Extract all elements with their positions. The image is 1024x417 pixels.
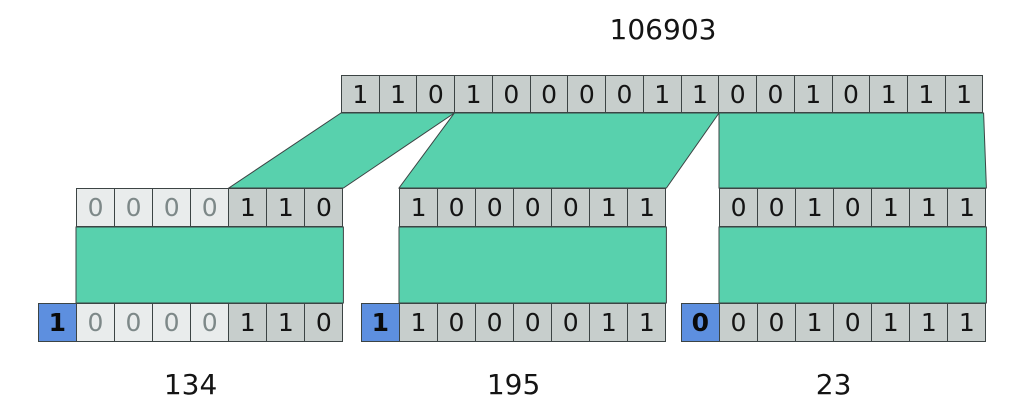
padding-bit-cell: 0 — [190, 303, 230, 342]
padding-bit-cell: 0 — [152, 303, 192, 342]
bit-cell: 0 — [416, 75, 456, 113]
bit-cell: 0 — [513, 303, 553, 342]
bit-cell: 0 — [605, 75, 644, 113]
bit-cell: 1 — [871, 188, 911, 227]
split-band-right-lower — [718, 226, 987, 304]
bit-cell: 0 — [513, 188, 553, 227]
bit-cell: 0 — [756, 303, 797, 342]
bit-cell: 1 — [341, 75, 380, 113]
bit-cell: 0 — [529, 75, 569, 113]
bit-cell: 0 — [719, 188, 759, 227]
bit-cell: 0 — [475, 188, 515, 227]
bit-cell: 0 — [718, 75, 758, 113]
bit-cell: 0 — [757, 188, 797, 227]
padding-bit-cell: 0 — [114, 188, 154, 227]
padding-bit-cell: 0 — [190, 188, 230, 227]
continuation-bit-cell: 1 — [37, 303, 77, 342]
bit-cell: 0 — [551, 303, 591, 342]
split-band-left-lower — [75, 226, 344, 304]
bit-cell: 1 — [907, 75, 946, 113]
bit-cell: 0 — [833, 188, 873, 227]
bit-cell: 0 — [491, 75, 531, 113]
padding-bit-cell: 0 — [75, 303, 115, 342]
bit-cell: 1 — [944, 75, 984, 113]
bit-cell: 0 — [304, 303, 344, 342]
bit-cell: 1 — [454, 75, 493, 113]
bit-cell: 1 — [795, 303, 835, 342]
bit-cell: 1 — [947, 188, 987, 227]
bit-cell: 0 — [756, 75, 795, 113]
bit-cell: 1 — [266, 188, 306, 227]
bit-cell: 1 — [680, 75, 720, 113]
padding-bit-cell: 0 — [113, 303, 154, 342]
continuation-bit-cell: 0 — [680, 303, 720, 342]
byte-value-label-1: 134 — [163, 368, 218, 401]
bit-cell: 1 — [266, 303, 306, 342]
byte-value-label-3: 23 — [815, 368, 852, 401]
continuation-bit-cell: 1 — [360, 303, 400, 342]
bit-cell: 1 — [589, 303, 629, 342]
bit-cell: 1 — [589, 188, 629, 227]
bit-cell: 1 — [398, 303, 438, 342]
bit-cell: 1 — [399, 188, 439, 227]
bit-cell: 0 — [551, 188, 591, 227]
bit-cell: 0 — [304, 188, 344, 227]
bit-cell: 1 — [228, 188, 268, 227]
byte-value-label-2: 195 — [486, 368, 541, 401]
bit-cell: 1 — [909, 303, 949, 342]
split-band-right-upper — [718, 112, 987, 189]
bit-cell: 1 — [627, 188, 667, 227]
bit-cell: 1 — [909, 188, 949, 227]
bit-cell: 1 — [947, 303, 987, 342]
bit-cell: 1 — [642, 75, 682, 113]
split-band-middle-lower — [398, 226, 667, 304]
split-band-middle-upper — [398, 112, 720, 189]
bit-cell: 0 — [437, 188, 477, 227]
bit-cell: 0 — [833, 303, 873, 342]
bit-cell: 0 — [831, 75, 871, 113]
bit-cell: 0 — [718, 303, 758, 342]
padding-bit-cell: 0 — [76, 188, 116, 227]
bit-cell: 1 — [795, 188, 835, 227]
bit-cell: 1 — [793, 75, 833, 113]
bit-cell: 1 — [228, 303, 268, 342]
bit-cell: 0 — [567, 75, 607, 113]
bit-cell: 0 — [436, 303, 477, 342]
bit-cell: 1 — [871, 303, 911, 342]
bit-cell: 0 — [475, 303, 515, 342]
decimal-value-label: 106903 — [609, 13, 717, 46]
padding-bit-cell: 0 — [152, 188, 192, 227]
bit-cell: 1 — [378, 75, 418, 113]
bit-cell: 1 — [869, 75, 909, 113]
bit-cell: 1 — [627, 303, 667, 342]
